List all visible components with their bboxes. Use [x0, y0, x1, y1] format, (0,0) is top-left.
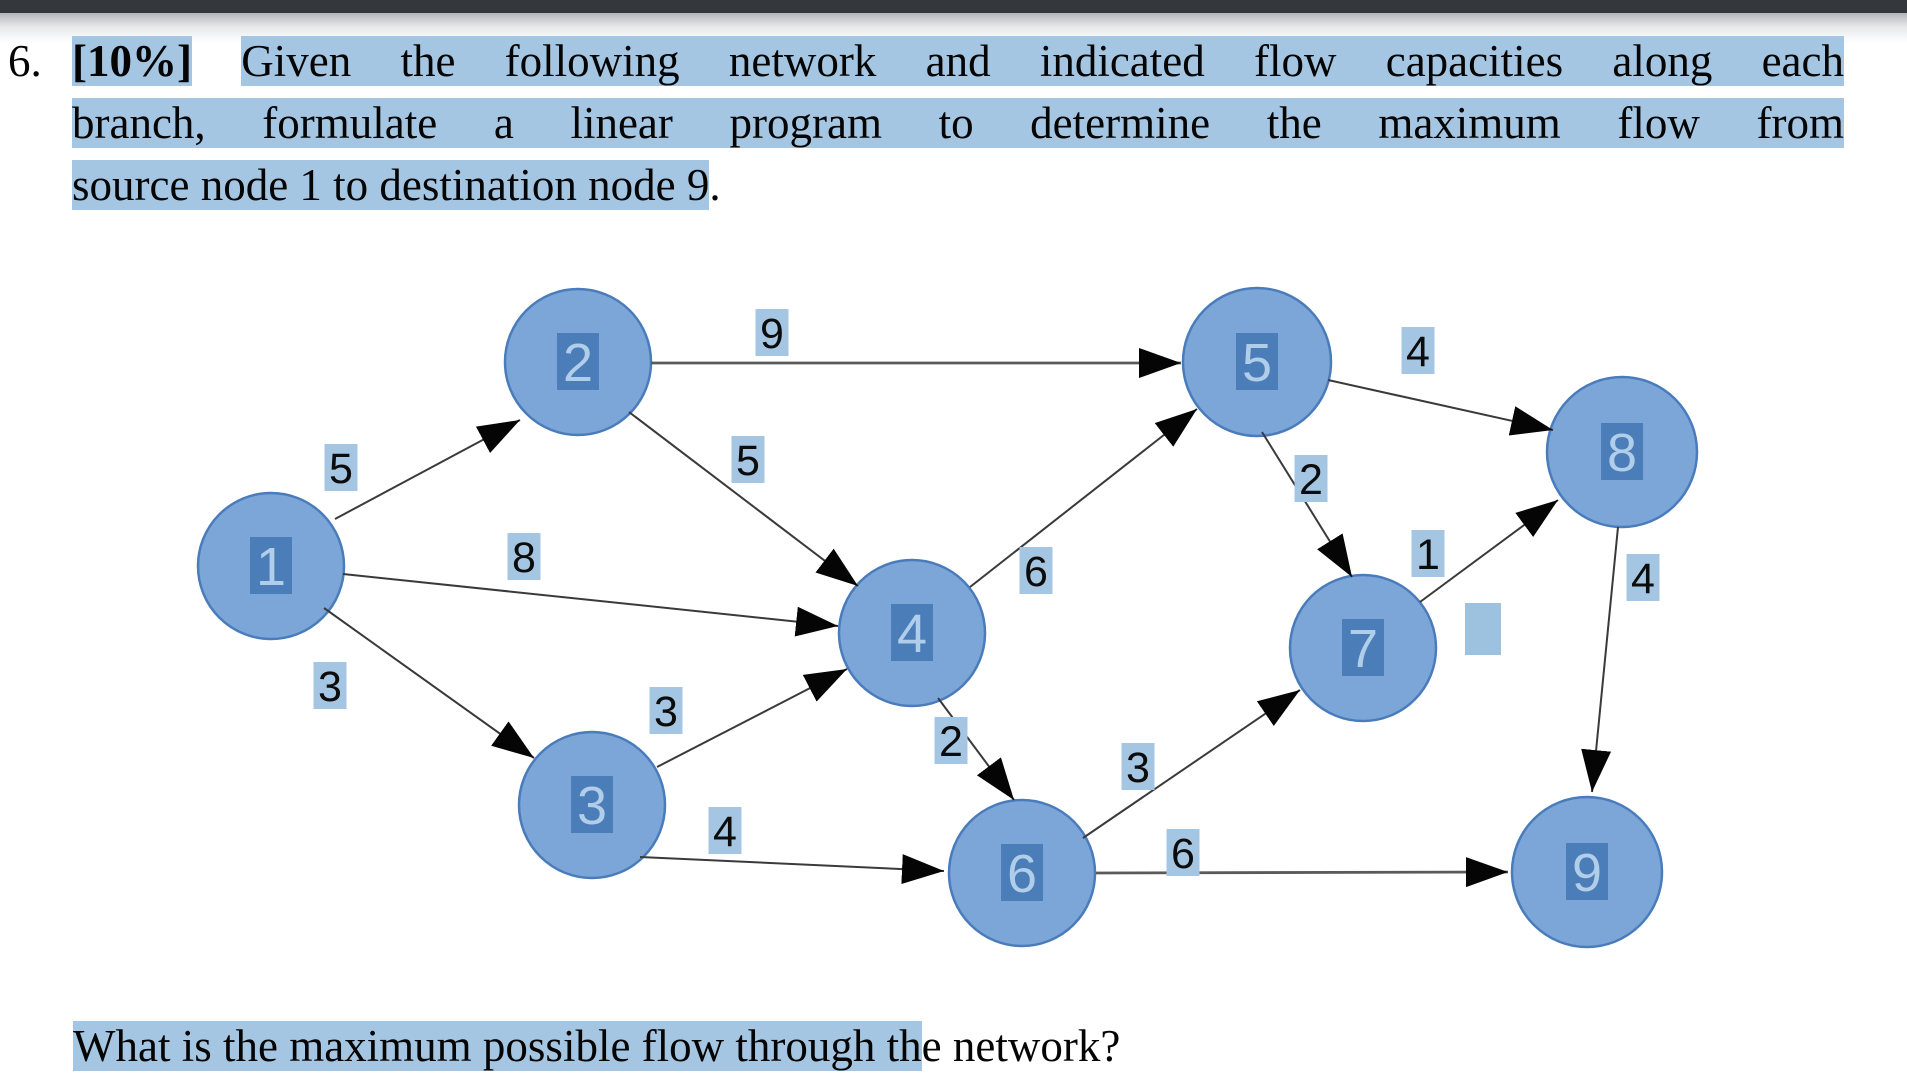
node-digit-box-5 [1236, 333, 1278, 390]
node-digit-9: 9 [1572, 843, 1602, 903]
graph-node-4: 4 [837, 558, 987, 708]
edge-capacity-highlight-8-9 [1626, 554, 1660, 601]
edge-capacity-label-6-7: 3 [1126, 744, 1150, 792]
node-digit-1: 1 [256, 537, 286, 597]
edge-capacity-label-4-5: 6 [1024, 548, 1048, 596]
edge-6-7 [1082, 689, 1301, 839]
edge-capacity-highlight-7-8 [1411, 530, 1445, 577]
graph-node-3: 3 [517, 730, 667, 880]
problem-line-3: source node 1 to destination node 9. [8, 154, 1844, 216]
edge-capacity-label-5-8: 4 [1406, 328, 1430, 376]
node-digit-box-8 [1601, 423, 1643, 480]
window-top-bar [0, 0, 1907, 13]
problem-line-2: branch, formulate a linear program to de… [8, 92, 1844, 154]
edge-4-5 [969, 408, 1198, 588]
edge-capacity-highlight-3-4 [649, 687, 683, 734]
edge-6-9 [1095, 857, 1509, 888]
problem-line-1-text: Given the following network and indicate… [241, 36, 1844, 86]
edge-capacity-label-8-9: 4 [1631, 555, 1655, 603]
problem-line-3-tail: . [709, 160, 721, 210]
graph-node-8: 8 [1545, 375, 1699, 529]
node-digit-box-9 [1566, 843, 1608, 900]
edge-capacity-label-1-2: 5 [329, 445, 353, 493]
edge-capacity-label-4-6: 2 [939, 718, 963, 766]
question-tail: e network? [921, 1021, 1121, 1071]
edge-capacity-label-3-6: 4 [713, 808, 737, 856]
graph-node-1: 1 [196, 491, 346, 641]
edge-capacity-label-1-3: 3 [318, 663, 342, 711]
problem-line-1: 6. [10%] Given the following network and … [8, 30, 1844, 92]
node-digit-box-6 [1001, 844, 1043, 901]
edge-3-6 [639, 854, 945, 885]
node-digit-4: 4 [897, 604, 927, 664]
node-digit-2: 2 [563, 333, 593, 393]
edge-7-8 [1419, 499, 1559, 603]
node-digit-box-4 [891, 604, 933, 661]
edge-capacity-label-2-5: 9 [760, 310, 784, 358]
problem-line-2-text: branch, formulate a linear program to de… [72, 98, 1844, 148]
graph-node-7: 7 [1288, 573, 1438, 723]
edge-capacity-label-2-4: 5 [736, 437, 760, 485]
graph-node-9: 9 [1510, 795, 1664, 949]
edge-capacity-highlight-1-3 [313, 662, 347, 709]
node-digit-box-3 [571, 776, 613, 833]
edge-capacity-label-3-4: 3 [654, 688, 678, 736]
edge-1-2 [334, 419, 521, 520]
edge-2-4 [628, 411, 859, 587]
edge-5-7 [1261, 431, 1353, 578]
graph-node-6: 6 [947, 798, 1097, 948]
edge-capacity-highlight-6-9 [1166, 829, 1200, 876]
edge-capacity-label-6-9: 6 [1171, 830, 1195, 878]
edge-5-8 [1327, 379, 1554, 436]
edge-capacity-highlight-1-2 [324, 444, 358, 491]
node-digit-7: 7 [1348, 619, 1378, 679]
node-digit-6: 6 [1007, 844, 1037, 904]
edge-capacity-highlight-4-5 [1019, 547, 1053, 594]
edge-capacity-highlight-5-7 [1294, 455, 1328, 502]
problem-line-3-text: source node 1 to destination node 9 [72, 160, 710, 210]
question-highlighted: What is the maximum possible flow throug… [73, 1021, 922, 1071]
node-digit-8: 8 [1607, 423, 1637, 483]
problem-statement: 6. [10%] Given the following network and … [8, 30, 1844, 216]
node-digit-3: 3 [577, 776, 607, 836]
graph-node-5: 5 [1181, 286, 1333, 438]
node-digit-box-7 [1342, 619, 1384, 676]
node-digit-5: 5 [1242, 333, 1272, 393]
problem-number: 6. [8, 36, 42, 86]
question-text: What is the maximum possible flow throug… [73, 1016, 1120, 1076]
stray-highlight-artifact [1465, 603, 1501, 655]
edge-capacity-highlight-1-4 [507, 533, 541, 580]
edge-4-6 [937, 697, 1015, 801]
edge-capacity-label-1-4: 8 [512, 534, 536, 582]
edge-capacity-highlight-6-7 [1121, 743, 1155, 790]
edge-capacity-label-7-8: 1 [1416, 531, 1440, 579]
problem-weight: [10%] [72, 36, 192, 86]
edge-capacity-label-5-7: 2 [1299, 456, 1323, 504]
edge-3-4 [656, 668, 848, 768]
edge-8-9 [1581, 526, 1619, 793]
edge-capacity-highlight-2-4 [731, 436, 765, 483]
node-digit-box-1 [250, 537, 292, 594]
edge-capacity-highlight-2-5 [755, 309, 789, 356]
edge-1-3 [323, 607, 535, 759]
edge-capacity-highlight-4-6 [934, 717, 968, 764]
edge-capacity-highlight-3-6 [708, 807, 742, 854]
edge-capacity-highlight-5-8 [1401, 327, 1435, 374]
node-digit-box-2 [557, 333, 599, 390]
edge-1-4 [342, 573, 839, 637]
